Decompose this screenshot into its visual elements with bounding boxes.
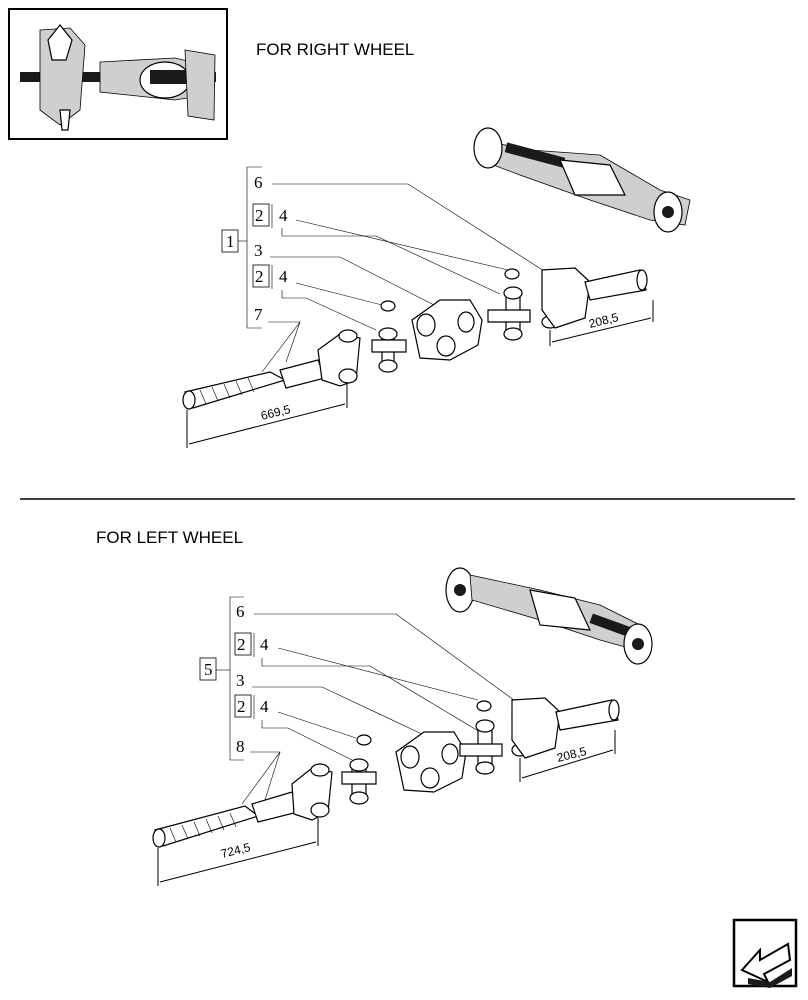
dimension-short-right <box>549 300 654 346</box>
spider-joint-1-right[interactable] <box>371 300 407 373</box>
dimension-long-label-right: 669,5 <box>259 402 292 423</box>
reference-tree-right: 1 6 2 4 3 2 4 7 <box>221 166 288 329</box>
spider-joint-1-left[interactable] <box>341 734 377 805</box>
ref-4b-right[interactable]: 4 <box>279 267 288 286</box>
right-wheel-section: FOR RIGHT WHEEL 1 6 2 4 3 2 4 7 <box>182 40 691 448</box>
ref-2a-left[interactable]: 2 <box>237 635 246 654</box>
ref-7-right[interactable]: 7 <box>254 305 263 324</box>
ref-3-right[interactable]: 3 <box>254 241 263 260</box>
ref-2a-right[interactable]: 2 <box>255 206 264 225</box>
spider-joint-2-right[interactable] <box>487 268 531 341</box>
spider-joint-2-left[interactable] <box>459 700 503 775</box>
ref-4a-right[interactable]: 4 <box>279 206 288 225</box>
ref-8-left[interactable]: 8 <box>236 737 245 756</box>
ref-2b-left[interactable]: 2 <box>237 697 246 716</box>
leader-lines-left <box>241 613 523 805</box>
coupling-body-left[interactable] <box>395 731 467 793</box>
leader-lines-right <box>261 183 553 373</box>
group-ref-left[interactable]: 5 <box>204 660 213 679</box>
section-title-right: FOR RIGHT WHEEL <box>256 40 414 59</box>
dimension-short-label-left: 208,5 <box>555 744 588 765</box>
axle-illustration-left <box>445 567 653 665</box>
ref-6-right[interactable]: 6 <box>254 173 263 192</box>
long-shaft-left[interactable] <box>152 763 333 848</box>
dimension-long-right <box>186 382 348 448</box>
ref-3-left[interactable]: 3 <box>236 671 245 690</box>
ref-6-left[interactable]: 6 <box>236 602 245 621</box>
axle-overview-thumbnail[interactable] <box>8 8 228 140</box>
coupling-body-right[interactable] <box>411 299 483 361</box>
ref-2b-right[interactable]: 2 <box>255 267 264 286</box>
axle-illustration-right <box>473 127 691 233</box>
left-wheel-section: FOR LEFT WHEEL 5 6 2 4 3 2 4 8 <box>96 528 653 886</box>
section-title-left: FOR LEFT WHEEL <box>96 528 243 547</box>
dimension-short-label-right: 208,5 <box>587 310 620 331</box>
group-ref-right[interactable]: 1 <box>226 232 235 251</box>
dimension-long-left <box>157 818 319 886</box>
short-shaft-right[interactable] <box>541 267 648 329</box>
reference-tree-left: 5 6 2 4 3 2 4 8 <box>199 596 269 761</box>
long-shaft-right[interactable] <box>182 329 361 410</box>
ref-4a-left[interactable]: 4 <box>260 635 269 654</box>
dimension-short-left <box>519 730 616 782</box>
short-shaft-left[interactable] <box>511 697 620 759</box>
dimension-long-label-left: 724,5 <box>219 840 252 861</box>
ref-4b-left[interactable]: 4 <box>260 697 269 716</box>
next-page-arrow-icon[interactable] <box>732 918 798 988</box>
